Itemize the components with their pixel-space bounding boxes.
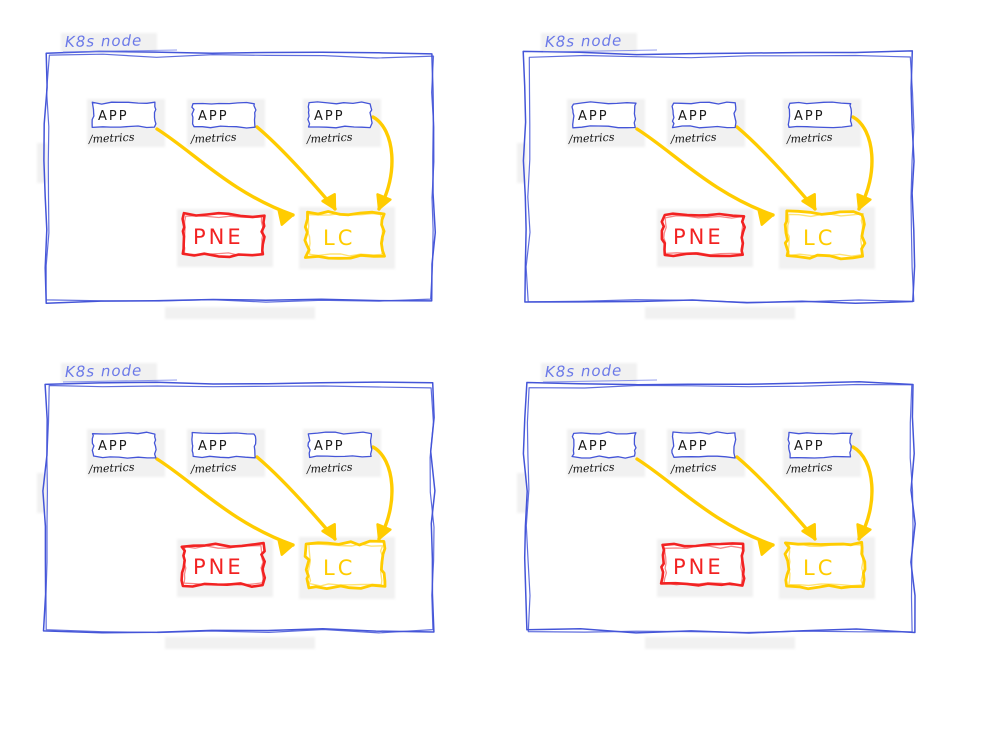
app-box-3[interactable]: APP	[307, 431, 373, 459]
arrow-app-1-to-lc	[635, 457, 775, 556]
arrow-app-2-to-lc	[255, 125, 337, 211]
lc-label: LC	[323, 226, 355, 250]
node-title: K8s node	[65, 31, 143, 51]
pne-label: PNE	[193, 225, 244, 249]
app-label: APP	[794, 439, 825, 454]
k8s-node-boundary	[522, 381, 916, 634]
metrics-endpoint-label: /metrics	[305, 461, 353, 476]
arrow-app-1-to-lc	[155, 457, 295, 556]
pne-box[interactable]: PNE	[659, 542, 746, 587]
arrow-app-2-to-lc	[735, 455, 817, 541]
arrow-app-3-to-lc	[851, 115, 874, 211]
pne-box[interactable]: PNE	[180, 541, 267, 588]
node-title: K8s node	[65, 361, 143, 381]
metrics-endpoint-label: /metrics	[785, 461, 833, 476]
arrow-app-2-to-lc	[255, 455, 337, 541]
arrow-app-3-to-lc	[371, 445, 394, 541]
app-box-2[interactable]: APP	[671, 431, 737, 459]
pne-label: PNE	[673, 555, 724, 579]
app-box-2[interactable]: APP	[191, 431, 257, 459]
app-box-2[interactable]: APP	[191, 101, 257, 129]
k8s-node-boundary	[43, 50, 437, 304]
arrow-app-1-to-lc	[155, 127, 295, 226]
app-label: APP	[678, 109, 709, 124]
metrics-endpoint-label: /metrics	[189, 461, 237, 476]
app-box-3[interactable]: APP	[787, 431, 853, 459]
metrics-endpoint-label: /metrics	[189, 131, 237, 146]
lc-label: LC	[803, 556, 835, 580]
app-box-3[interactable]: APP	[307, 101, 373, 129]
app-label: APP	[98, 439, 129, 454]
metrics-endpoint-label: /metrics	[567, 461, 615, 476]
metrics-endpoint-label: /metrics	[567, 131, 615, 146]
pne-box[interactable]: PNE	[660, 212, 746, 258]
arrow-app-2-to-lc	[735, 125, 817, 211]
lc-box[interactable]: LC	[303, 539, 387, 590]
app-label: APP	[314, 109, 345, 124]
pne-box[interactable]: PNE	[181, 211, 266, 259]
metrics-endpoint-label: /metrics	[87, 461, 135, 476]
lc-label: LC	[803, 226, 835, 250]
arrow-app-3-to-lc	[371, 115, 394, 211]
arrow-app-1-to-lc	[635, 127, 775, 226]
lc-label: LC	[323, 556, 355, 580]
node-title: K8s node	[545, 361, 623, 381]
app-box-2[interactable]: APP	[671, 101, 737, 129]
metrics-endpoint-label: /metrics	[305, 131, 353, 146]
arrow-app-3-to-lc	[851, 445, 874, 541]
app-box-1[interactable]: APP	[571, 431, 637, 459]
app-box-1[interactable]: APP	[571, 101, 637, 129]
app-box-1[interactable]: APP	[91, 101, 157, 129]
pne-label: PNE	[673, 225, 724, 249]
app-box-1[interactable]: APP	[91, 431, 157, 459]
k8s-node-boundary	[522, 50, 916, 305]
app-label: APP	[98, 109, 129, 124]
node-title: K8s node	[545, 31, 623, 51]
lc-box[interactable]: LC	[783, 209, 867, 261]
k8s-node-boundary	[42, 381, 436, 634]
lc-box[interactable]: LC	[303, 210, 386, 260]
app-label: APP	[314, 439, 345, 454]
lc-box[interactable]: LC	[783, 540, 867, 591]
metrics-endpoint-label: /metrics	[785, 131, 833, 146]
app-label: APP	[198, 109, 229, 124]
app-label: APP	[578, 109, 609, 124]
metrics-endpoint-label: /metrics	[87, 131, 135, 146]
app-label: APP	[794, 109, 825, 124]
pne-label: PNE	[193, 555, 244, 579]
app-label: APP	[198, 439, 229, 454]
metrics-endpoint-label: /metrics	[669, 461, 717, 476]
metrics-endpoint-label: /metrics	[669, 131, 717, 146]
app-box-3[interactable]: APP	[787, 101, 853, 129]
app-label: APP	[578, 439, 609, 454]
app-label: APP	[678, 439, 709, 454]
